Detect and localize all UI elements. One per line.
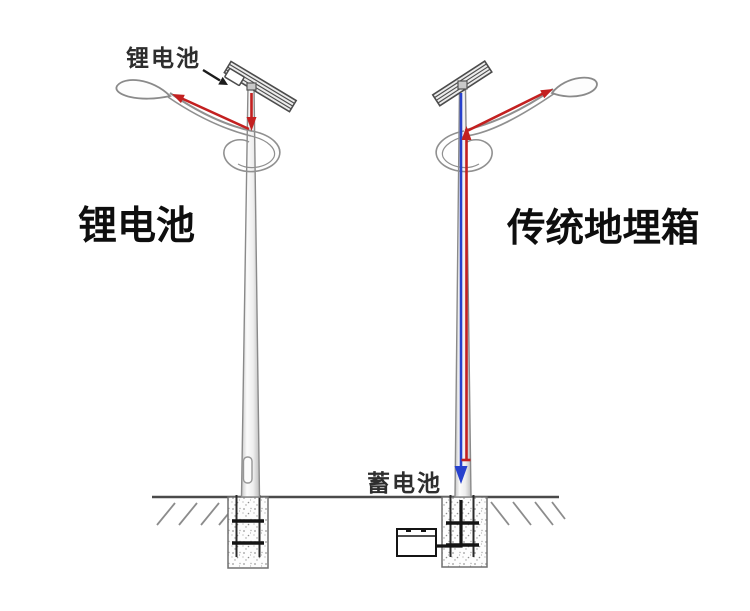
ground-hatch-right <box>490 501 566 526</box>
lamp-arm-left <box>167 92 281 173</box>
right-heading: 传统地埋箱 <box>506 207 700 250</box>
lithium-callout-arrowhead <box>218 76 228 85</box>
foundation-left-rebar <box>232 495 264 557</box>
flow-arrowhead-lamp-right <box>540 89 553 99</box>
buried-battery-box <box>396 528 437 557</box>
pole-right <box>454 87 472 498</box>
flow-arrow-to-lamp-left <box>181 97 250 131</box>
flow-arrowhead-down-left <box>246 117 257 131</box>
streetlight-right <box>431 59 598 498</box>
charge-flow-arrow-right <box>454 93 468 484</box>
buried-battery-label: 蓄电池 <box>367 470 442 496</box>
flow-arrowhead-up-right <box>461 126 472 140</box>
streetlight-left <box>115 60 298 498</box>
panel-mount-left <box>246 82 257 91</box>
lithium-callout-label: 锂电池 <box>126 45 201 71</box>
flow-arrow-to-lamp-right <box>466 92 544 133</box>
power-flow-arrows-left <box>172 93 257 131</box>
lithium-battery-pack <box>224 67 245 87</box>
solar-panel-left <box>223 60 298 113</box>
pole-left <box>240 85 261 498</box>
ground-group <box>152 495 566 526</box>
lamp-head-right <box>550 76 598 98</box>
flow-arrowhead-lamp-left <box>172 94 185 104</box>
power-flow-arrows-right <box>461 89 553 462</box>
foundation-left <box>227 495 269 569</box>
charge-arrowhead-down <box>454 466 468 484</box>
lamp-head-left <box>115 79 172 100</box>
lithium-callout-arrow <box>202 68 228 85</box>
battery-cable <box>436 500 463 548</box>
panel-mount-right <box>457 80 468 90</box>
foundation-right <box>396 495 488 568</box>
lamp-arm-right <box>435 88 556 173</box>
left-heading: 锂电池 <box>78 205 195 248</box>
ground-hatch-left <box>156 502 234 526</box>
pole-left-access-door <box>242 456 253 484</box>
